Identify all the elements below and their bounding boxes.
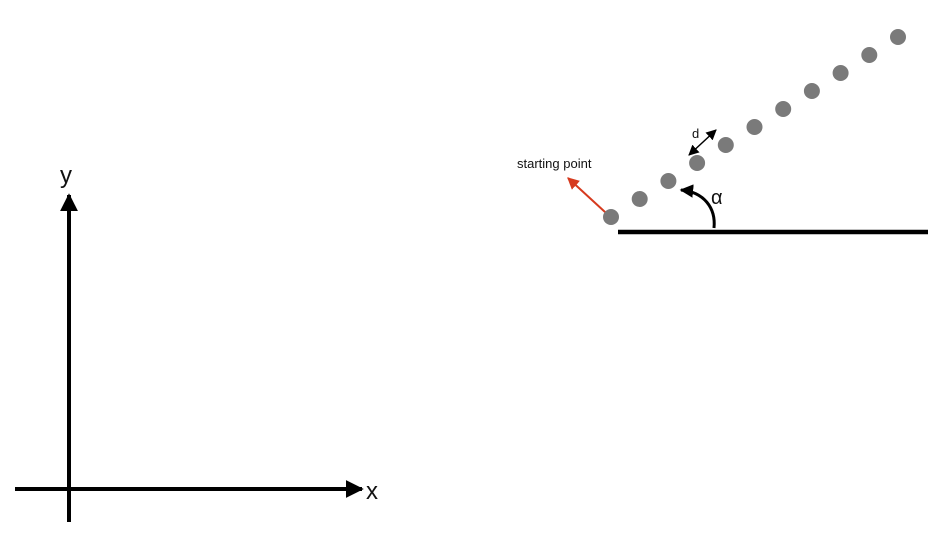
start-point-label: starting point [517, 156, 592, 171]
angle-label: α [711, 187, 723, 209]
trail-point [660, 173, 677, 189]
trail-point [861, 47, 878, 63]
trail-point [746, 119, 763, 135]
angle-arc [679, 184, 716, 229]
spacing-label: d [692, 126, 699, 141]
trail-point [832, 65, 849, 81]
trail-point [775, 101, 792, 117]
point-trail [603, 29, 906, 225]
trail-point [689, 155, 706, 171]
trail-point [631, 191, 648, 207]
x-axis-label: x [366, 478, 378, 505]
trail-point [717, 137, 734, 153]
y-axis-label: y [60, 162, 72, 189]
spacing-arrow [688, 129, 717, 156]
starting-point [603, 209, 619, 225]
coordinate-axes: x y [15, 162, 378, 522]
trail-point [890, 29, 906, 45]
start-point-arrow [567, 177, 606, 213]
trail-point [803, 83, 820, 99]
